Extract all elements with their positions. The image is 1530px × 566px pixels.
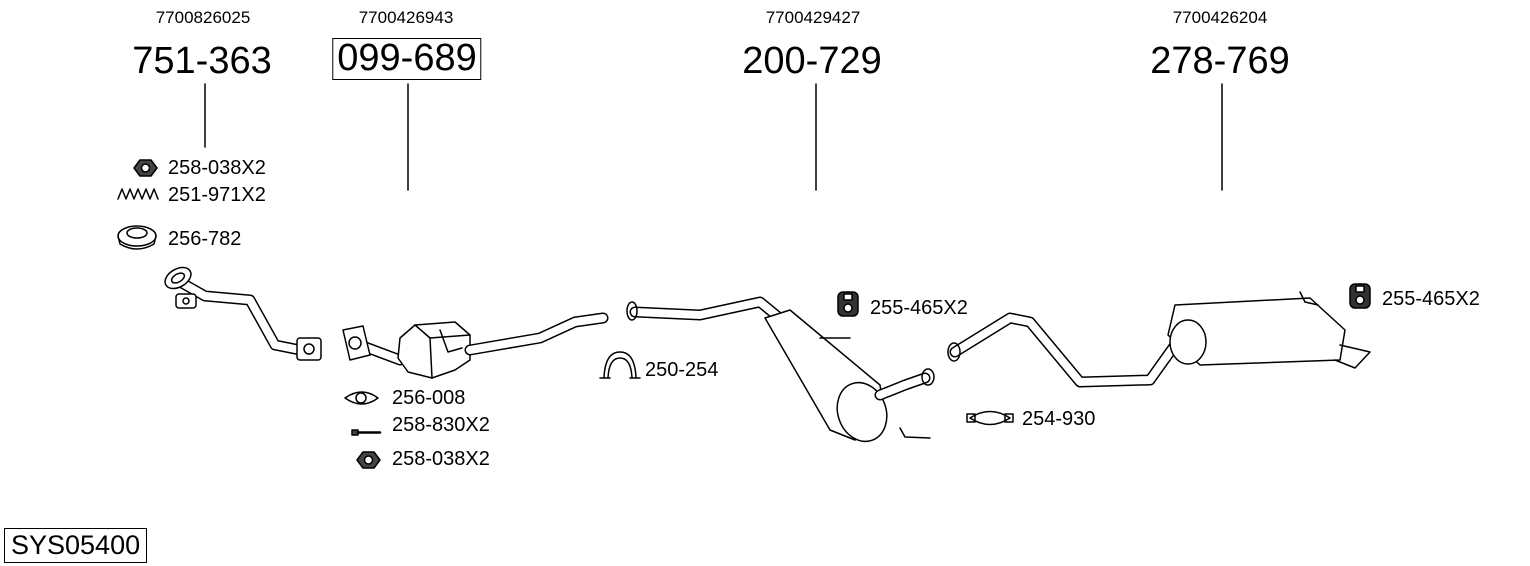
front-pipe-icon[interactable] — [161, 263, 322, 361]
middle-silencer-icon[interactable] — [626, 296, 935, 448]
accessory-label: 255-465X2 — [870, 297, 968, 319]
oem-number-3: 7700429427 — [765, 8, 861, 27]
spring-icon — [117, 188, 159, 200]
flange-gasket-icon — [344, 391, 379, 405]
rubber-hanger-icon — [837, 291, 859, 317]
accessory-label: 258-038X2 — [392, 448, 490, 470]
accessory-label: 255-465X2 — [1382, 288, 1480, 310]
catalytic-converter-icon[interactable] — [342, 312, 609, 379]
nut-icon — [356, 451, 381, 469]
nut-icon — [133, 159, 158, 177]
ring-gasket-icon — [117, 225, 157, 250]
part-number-2[interactable]: 099-689 — [332, 38, 482, 80]
part-number-4[interactable]: 278-769 — [1150, 40, 1290, 82]
part-number-3[interactable]: 200-729 — [742, 40, 882, 82]
oem-number-1: 7700826025 — [155, 8, 251, 27]
oem-number-2: 7700426943 — [358, 8, 454, 27]
accessory-label: 258-830X2 — [392, 414, 490, 436]
rubber-hanger-icon — [1349, 283, 1371, 309]
part-number-1[interactable]: 751-363 — [132, 40, 272, 82]
accessory-label: 251-971X2 — [168, 184, 266, 206]
band-clamp-icon — [966, 410, 1014, 426]
rear-silencer-icon[interactable] — [947, 291, 1371, 388]
accessory-label: 258-038X2 — [168, 157, 266, 179]
accessory-label: 256-008 — [392, 387, 466, 409]
oem-number-4: 7700426204 — [1172, 8, 1268, 27]
clamp-icon — [599, 351, 641, 379]
bolt-icon — [351, 429, 382, 436]
accessory-label: 254-930 — [1022, 408, 1096, 430]
accessory-label: 250-254 — [645, 359, 719, 381]
accessory-label: 256-782 — [168, 228, 242, 250]
system-number: SYS05400 — [4, 528, 148, 563]
